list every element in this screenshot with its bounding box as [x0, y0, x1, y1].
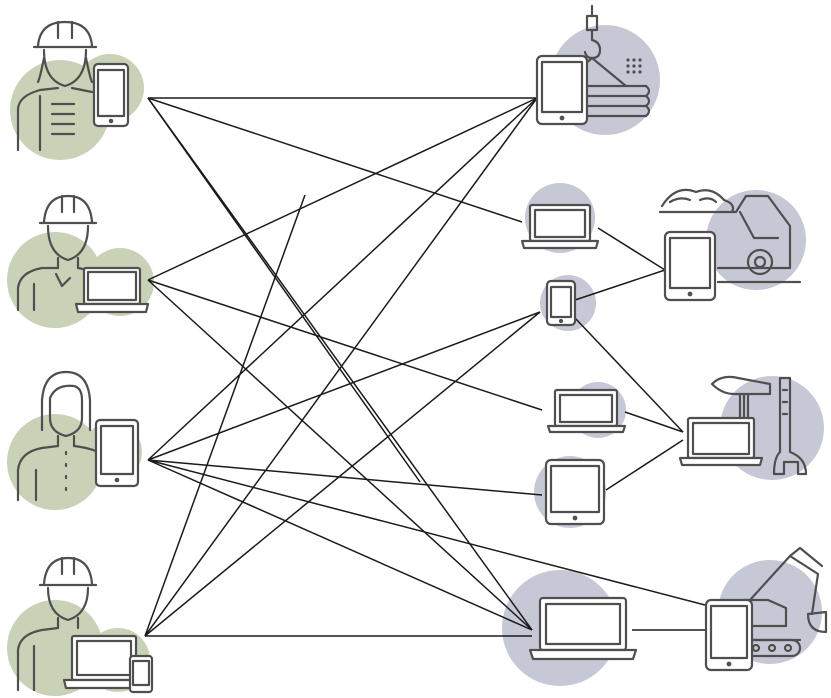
connection-line [597, 227, 666, 271]
dots-grid-icon [626, 58, 642, 74]
equipment-2 [678, 375, 808, 476]
equipment-1 [658, 188, 802, 302]
worker-4 [16, 556, 154, 694]
connection-line [605, 439, 684, 491]
connection-line [144, 194, 306, 637]
connection-line [147, 97, 523, 223]
device-4 [546, 388, 627, 434]
phone-icon [545, 279, 577, 327]
worker-3-circle [7, 414, 103, 510]
laptop-and-phone-icon [62, 634, 154, 694]
connection-line [147, 459, 533, 631]
hard-hat-worker-icon [16, 194, 98, 312]
device-5 [544, 458, 606, 526]
worker-2 [16, 194, 150, 314]
tablet-icon [535, 54, 589, 126]
laptop-icon [74, 266, 150, 314]
connection-line [147, 97, 533, 631]
tablet-icon [94, 418, 140, 488]
connection-line [624, 411, 684, 433]
connection-lines [144, 97, 706, 637]
connection-line [574, 269, 666, 301]
tablet-icon [544, 458, 606, 526]
connection-line [147, 279, 533, 631]
laptop-icon [528, 596, 638, 661]
connection-line [147, 459, 543, 496]
device-6 [528, 596, 638, 661]
dump-truck-icon [658, 188, 802, 284]
tablet-icon [92, 62, 130, 128]
worker-1 [16, 20, 130, 152]
office-worker-woman-icon [16, 370, 100, 502]
laptop-icon [546, 388, 627, 434]
connection-line [147, 97, 538, 281]
connection-line [147, 459, 706, 606]
connection-line [147, 311, 541, 461]
equipment-3 [704, 546, 828, 672]
laptop-icon [520, 203, 600, 250]
connection-line [574, 317, 684, 433]
tablet-icon [663, 230, 717, 302]
background-circles [7, 25, 824, 696]
worker-3 [16, 370, 140, 502]
hammer-wrench-icon [710, 375, 808, 476]
connection-line [144, 311, 541, 637]
hard-hat-worker-vest-icon [16, 20, 98, 152]
hard-hat-worker-icon [16, 556, 98, 692]
tablet-icon [704, 598, 754, 672]
device-1 [535, 4, 651, 126]
connection-line [147, 97, 538, 461]
device-2 [520, 203, 600, 250]
laptop-icon [678, 416, 764, 467]
device-3 [545, 279, 577, 327]
connection-line [147, 279, 543, 411]
connection-line [144, 97, 538, 637]
